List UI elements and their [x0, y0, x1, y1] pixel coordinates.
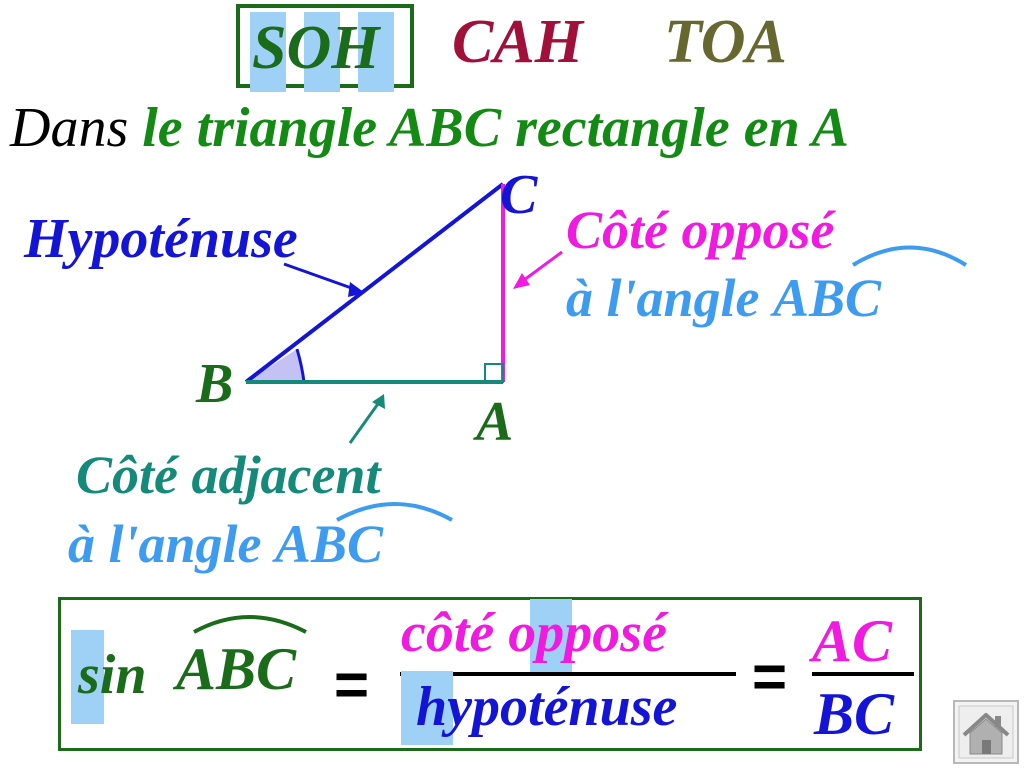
soh-text: SOH	[252, 14, 380, 82]
opposite-label-line1: Côté opposé	[566, 200, 835, 260]
vertex-c: C	[500, 164, 538, 226]
opposite-label-prefix: à l'angle	[566, 268, 760, 328]
fraction-numerator: côté opposé	[401, 600, 667, 666]
sin-label: sin	[78, 640, 147, 710]
vertex-b: B	[196, 353, 234, 415]
adjacent-label-angle: ABC	[275, 514, 384, 574]
angle-b-marker	[246, 349, 304, 382]
cah-text: CAH	[452, 8, 583, 76]
ratio-denominator: BC	[814, 681, 895, 747]
adjacent-label-prefix: à l'angle	[68, 514, 262, 574]
side-hypotenuse	[244, 182, 505, 384]
adjacent-label-line2: à l'angle ABC	[68, 510, 383, 578]
home-button[interactable]	[953, 700, 1019, 764]
adjacent-label-line1: Côté adjacent	[76, 445, 381, 505]
denominator-rest: ypoténuse	[447, 676, 678, 738]
numerator-o: o	[508, 602, 537, 664]
adjacent-angle-hat	[336, 502, 453, 522]
ratio-numerator: AC	[812, 608, 893, 674]
context-line: Dans le triangle ABC rectangle en A	[10, 92, 849, 164]
opposite-label-line2: à l'angle ABC	[566, 264, 881, 332]
formula-box	[58, 597, 922, 751]
numerator-cote: côté	[401, 602, 509, 664]
fraction-bar-1	[400, 672, 736, 676]
context-phrase: le triangle ABC rectangle en A	[142, 97, 849, 159]
highlight-denominator-h	[401, 671, 453, 745]
equals-sign-1: =	[334, 651, 370, 718]
highlight-h	[358, 12, 394, 92]
numerator-rest: pposé	[536, 602, 667, 664]
formula-angle: ABC	[176, 636, 297, 702]
adjacent-arrowhead	[372, 394, 385, 409]
opposite-angle-hat	[851, 245, 968, 267]
opposite-arrowhead	[513, 273, 530, 289]
highlight-o	[304, 12, 340, 92]
fraction-denominator: hypoténuse	[416, 674, 677, 740]
vertex-a: A	[476, 391, 514, 453]
toa-text: TOA	[664, 8, 787, 76]
hypotenuse-label: Hypoténuse	[24, 208, 298, 270]
context-prefix: Dans	[10, 97, 129, 159]
hypotenuse-pointer	[283, 262, 358, 292]
angle-b-arc	[295, 348, 306, 383]
hypotenuse-arrowhead	[348, 282, 365, 297]
highlight-s	[250, 12, 286, 92]
home-icon	[958, 705, 1014, 759]
highlight-numerator-o	[530, 599, 572, 673]
sin-s: s	[78, 644, 100, 706]
adjacent-pointer	[348, 400, 382, 444]
formula-angle-hat	[193, 615, 307, 634]
denominator-h: h	[416, 676, 448, 738]
opposite-pointer	[519, 250, 563, 285]
opposite-label-angle: ABC	[773, 268, 882, 328]
sin-rest: in	[99, 644, 147, 706]
soh-box: SOH	[236, 4, 414, 92]
equals-sign-2: =	[752, 643, 788, 710]
fraction-bar-2	[812, 672, 914, 676]
highlight-sin-s	[71, 630, 104, 724]
right-angle-mark	[484, 363, 504, 383]
